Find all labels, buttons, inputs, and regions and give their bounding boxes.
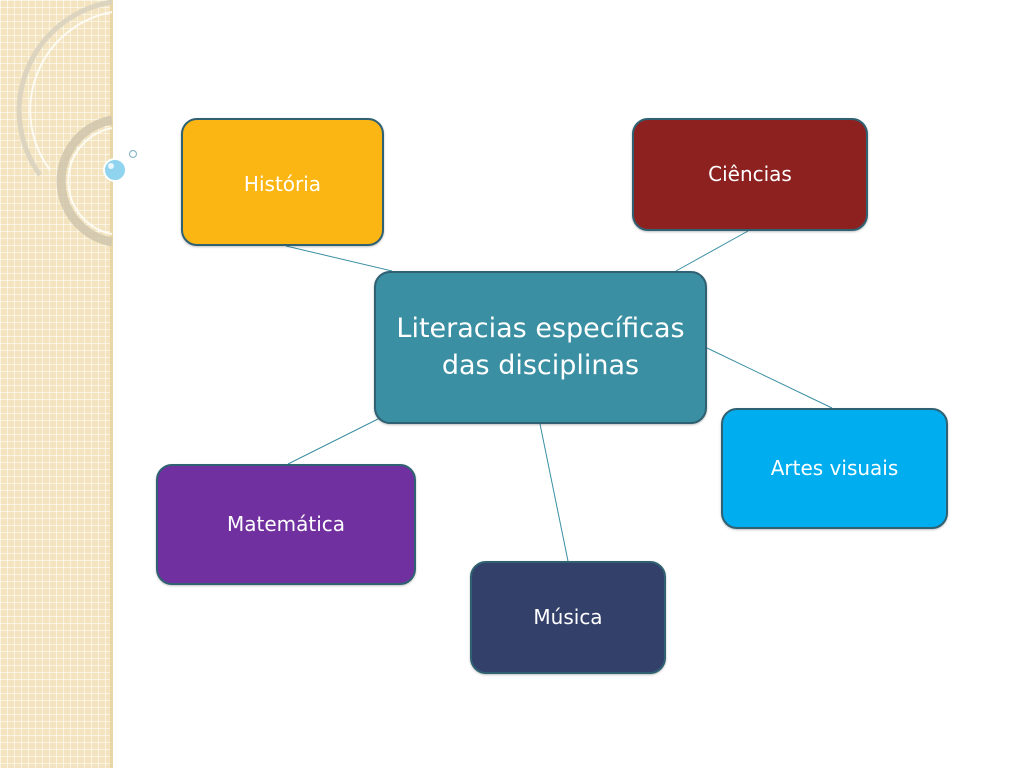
- node-matematica-label: Matemática: [226, 512, 346, 536]
- node-musica-label: Música: [533, 605, 603, 629]
- outer-ring-arc-inner: [29, 11, 113, 171]
- bubble-small: [128, 149, 138, 159]
- center-node: Literacias específicas das disciplinas: [374, 271, 707, 424]
- inner-ring-highlight: [67, 127, 113, 235]
- center-node-label: Literacias específicas das disciplinas: [396, 313, 685, 381]
- node-historia-label: História: [243, 171, 322, 196]
- node-artes-visuais-label: Artes visuais: [770, 456, 899, 480]
- node-artes-visuais: Artes visuais: [721, 408, 948, 529]
- node-ciencias-label: Ciências: [708, 162, 792, 186]
- node-ciencias: Ciências: [632, 118, 868, 231]
- decorative-rings: [16, 0, 138, 247]
- bubble-large-shine: [108, 163, 114, 169]
- link-artes: [706, 347, 833, 409]
- link-historia: [285, 245, 393, 272]
- node-musica: Música: [470, 561, 666, 674]
- link-ciencias: [675, 230, 749, 272]
- node-historia: História: [181, 118, 384, 246]
- node-matematica: Matemática: [156, 464, 416, 585]
- inner-ring-arc: [56, 115, 113, 247]
- link-musica: [539, 423, 569, 562]
- outer-ring-arc: [16, 0, 113, 177]
- link-matematica: [287, 417, 381, 465]
